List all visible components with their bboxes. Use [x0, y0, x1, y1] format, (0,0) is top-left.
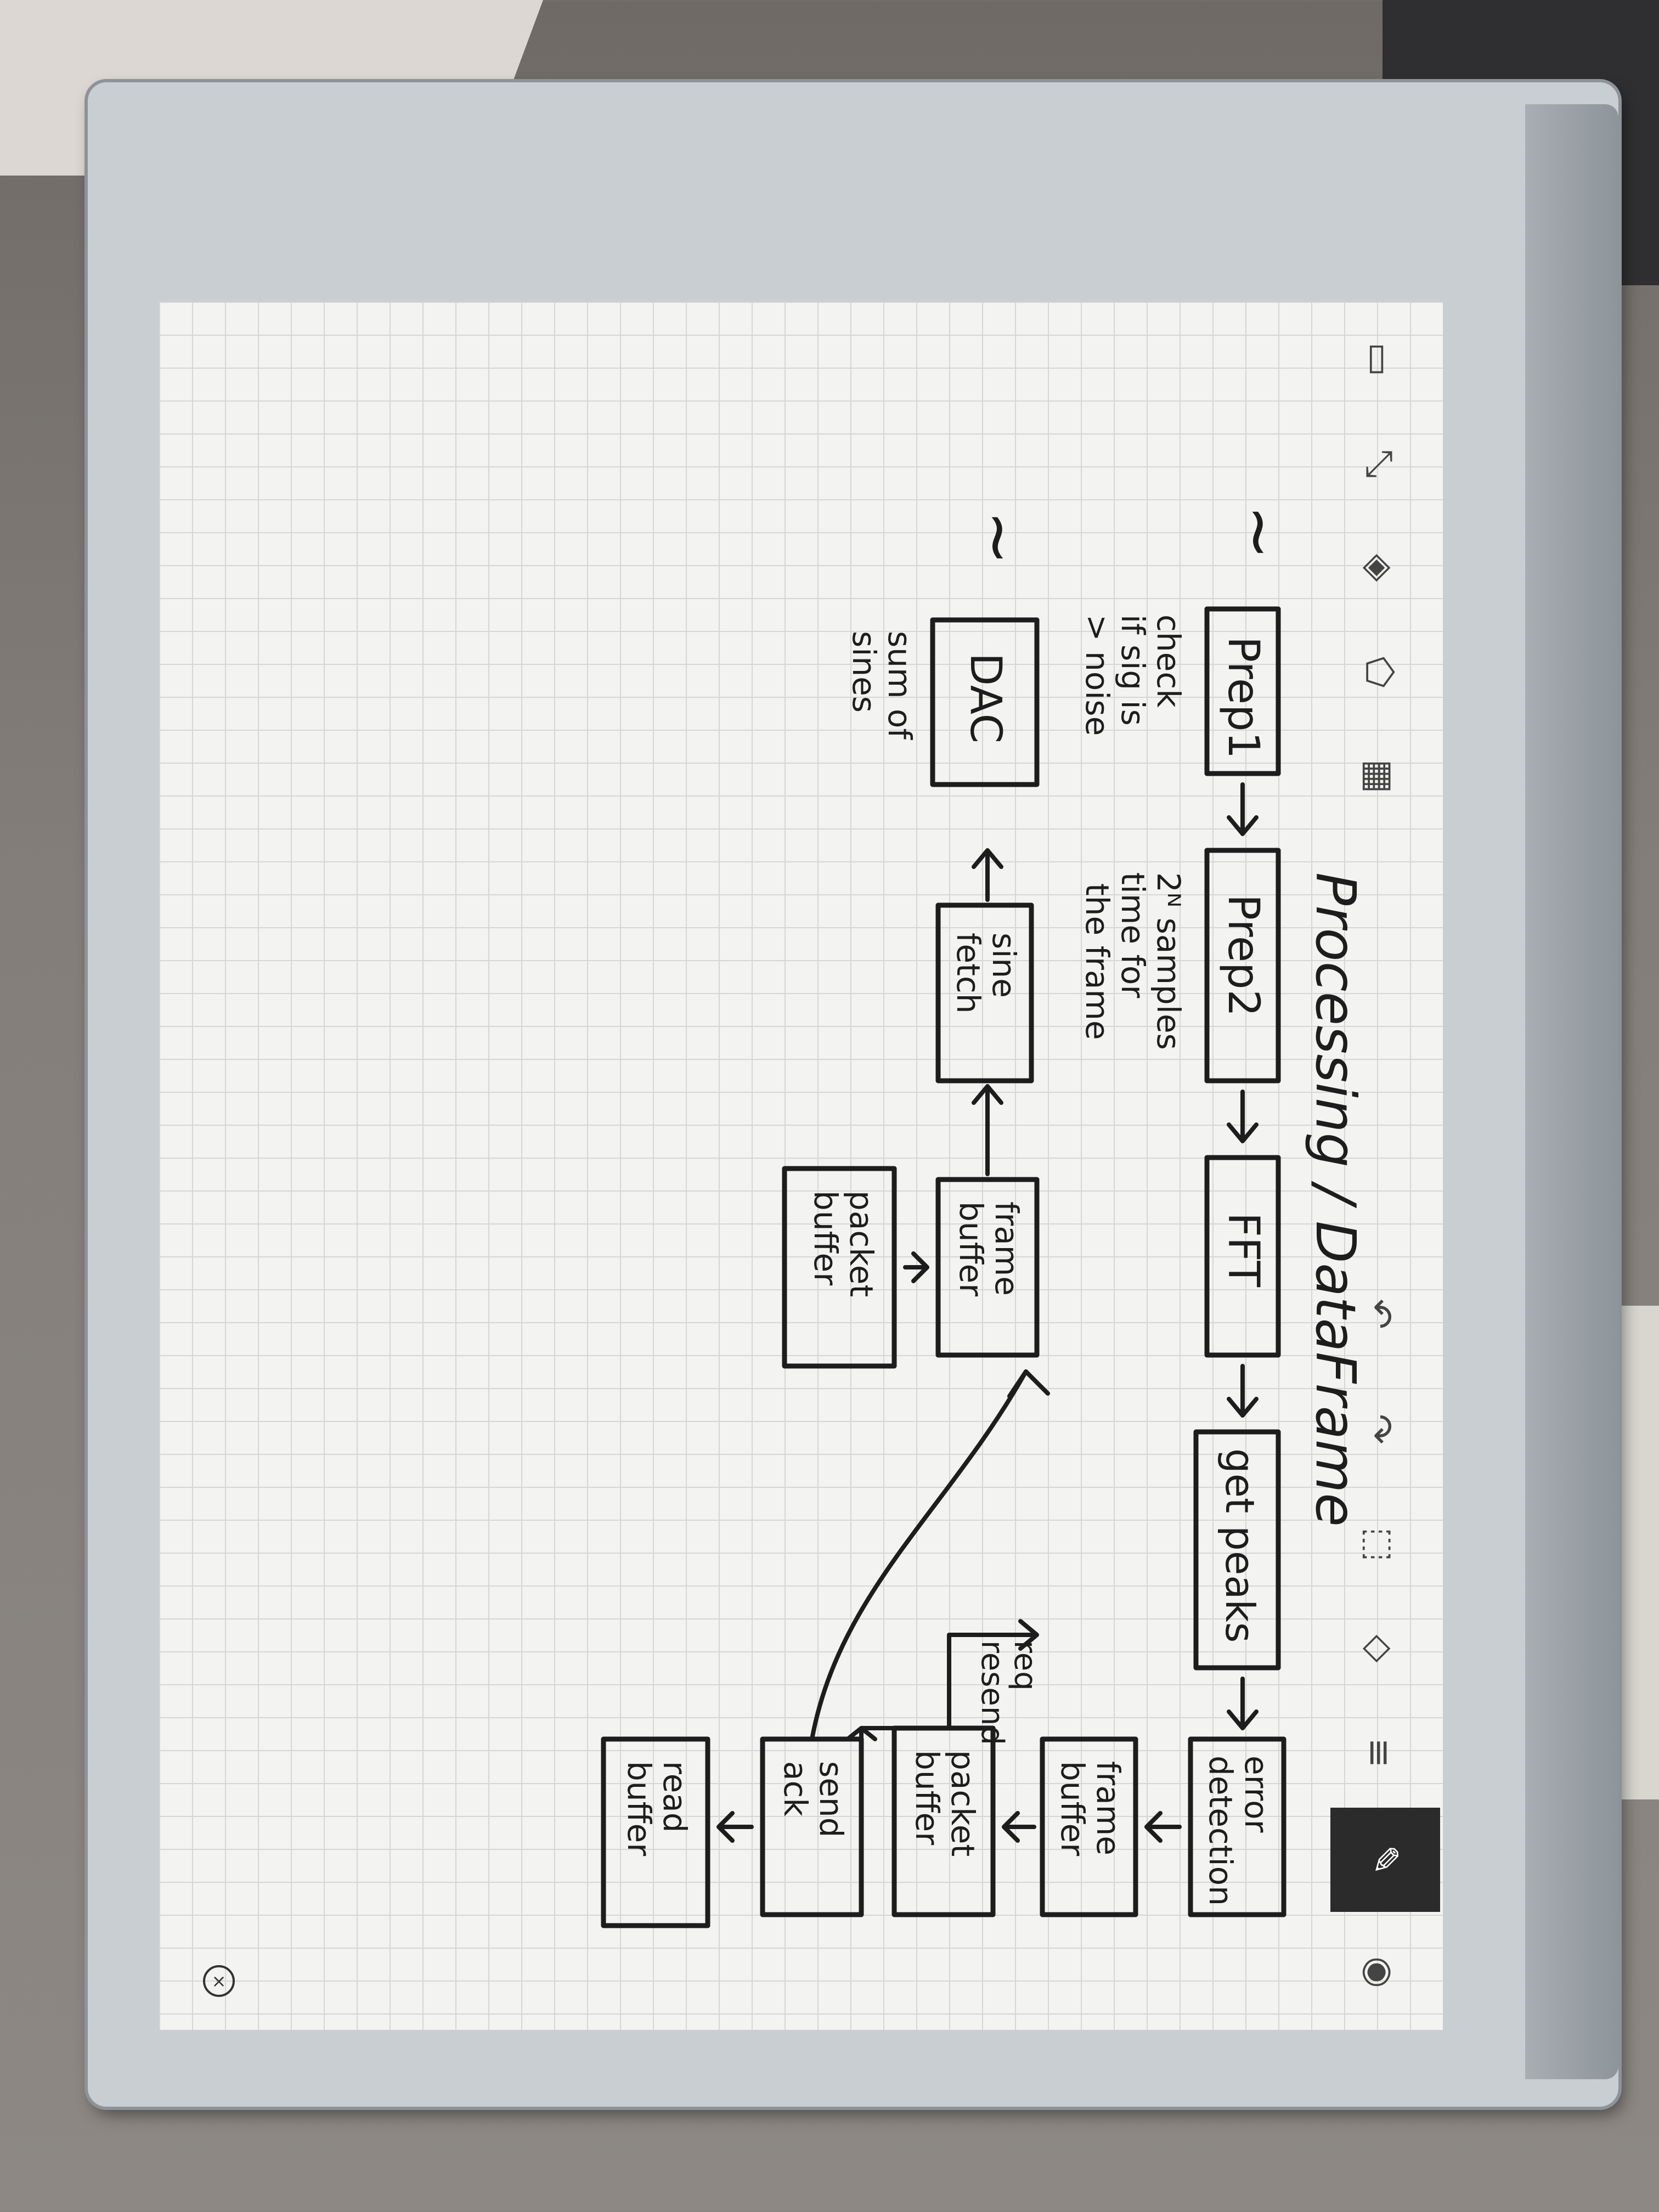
send-ack-line-2: ack — [777, 1761, 814, 1816]
menu-icon[interactable]: ≡ — [1355, 1728, 1404, 1778]
samples-note-line-2: time for — [1114, 872, 1152, 998]
tablet-bezel — [1525, 104, 1618, 2079]
grid-icon[interactable]: ▦ — [1355, 752, 1404, 801]
undo-icon[interactable]: ↶ — [1355, 1289, 1404, 1339]
arrow-framebuffer-packetbuffer — [1004, 1813, 1034, 1841]
close-icon[interactable]: × — [203, 1965, 235, 1997]
get-peaks-label: get peaks — [1217, 1448, 1263, 1643]
packet-buffer-center-line-2: buffer — [807, 1190, 844, 1285]
error-detection-line-1: error — [1238, 1756, 1275, 1833]
notebook-canvas[interactable]: Processing / DataFrame ~ Prep1 Prep2 FFT… — [159, 302, 1443, 2030]
toolbar: ▭ ⤡ ◈ ⬠ ▦ ↶ ↷ ⬚ ◇ ≡ ✎ ◉ — [1333, 302, 1432, 2030]
prep1-label: Prep1 — [1218, 636, 1268, 759]
pen-icon[interactable]: ✎ — [1330, 1808, 1440, 1912]
arrow-fft-peaks — [1229, 1366, 1256, 1415]
frame-buffer-right-line-2: buffer — [1054, 1761, 1091, 1856]
signal-in-glyph: ~ — [1221, 505, 1297, 560]
handwritten-diagram: Processing / DataFrame ~ Prep1 Prep2 FFT… — [159, 302, 1443, 2030]
samples-note-line-3: the frame — [1079, 883, 1116, 1040]
frame-buffer-right-line-1: frame — [1090, 1761, 1127, 1855]
req-resend-line-1: req — [1007, 1640, 1043, 1691]
arrow-prep2-fft — [1229, 1092, 1256, 1141]
eraser-icon[interactable]: ⬠ — [1355, 647, 1404, 697]
select-icon[interactable]: ⬚ — [1355, 1520, 1404, 1569]
tablet-device: Processing / DataFrame ~ Prep1 Prep2 FFT… — [88, 82, 1618, 2107]
frame-buffer-center-line-1: frame — [988, 1201, 1025, 1296]
packet-buffer-right-line-2: buffer — [909, 1750, 946, 1845]
signal-out-glyph: ~ — [961, 510, 1037, 566]
sine-fetch-line-1: sine — [985, 933, 1023, 998]
page-icon[interactable]: ▭ — [1355, 335, 1404, 384]
req-resend-line-2: resend — [974, 1640, 1010, 1745]
check-note-line-2: if sig is — [1114, 614, 1152, 726]
check-note-line-1: check — [1150, 614, 1187, 708]
check-note-line-3: > noise — [1079, 614, 1116, 736]
prep2-label: Prep2 — [1218, 894, 1268, 1017]
arrow-prep1-prep2 — [1229, 785, 1256, 834]
fft-label: FFT — [1218, 1212, 1268, 1287]
read-buffer-line-1: read — [656, 1761, 693, 1833]
arrow-packet-to-frame — [905, 1254, 927, 1281]
read-buffer-line-2: buffer — [620, 1761, 658, 1856]
arrow-error-framebuffer — [1147, 1813, 1180, 1841]
redo-icon[interactable]: ↷ — [1355, 1404, 1404, 1454]
arrow-sendack-readbuffer — [719, 1813, 752, 1841]
samples-note-line-1: 2ᴺ samples — [1150, 872, 1187, 1050]
tag-icon[interactable]: ◇ — [1355, 1624, 1404, 1673]
sum-of-sines-line-1: sum of — [881, 631, 918, 740]
circle-icon[interactable]: ◉ — [1355, 1948, 1404, 1997]
expand-icon[interactable]: ⤡ — [1355, 439, 1404, 488]
packet-buffer-center-line-1: packet — [843, 1190, 880, 1297]
layers-icon[interactable]: ◈ — [1355, 543, 1404, 592]
sum-of-sines-line-2: sines — [845, 631, 883, 713]
sine-fetch-line-2: fetch — [950, 933, 987, 1014]
arrow-sinefetch-dac — [974, 850, 1001, 900]
send-ack-line-1: send — [812, 1761, 850, 1837]
error-detection-line-2: detection — [1202, 1756, 1239, 1906]
arrow-framebuffer-sinefetch — [974, 1086, 1001, 1174]
frame-buffer-center-line-2: buffer — [952, 1201, 990, 1296]
arrow-packetbuffer-sendack — [848, 1728, 894, 1827]
arrow-peaks-error — [1229, 1679, 1256, 1728]
dac-label: DAC — [961, 653, 1010, 743]
packet-buffer-right-line-1: packet — [944, 1750, 981, 1857]
